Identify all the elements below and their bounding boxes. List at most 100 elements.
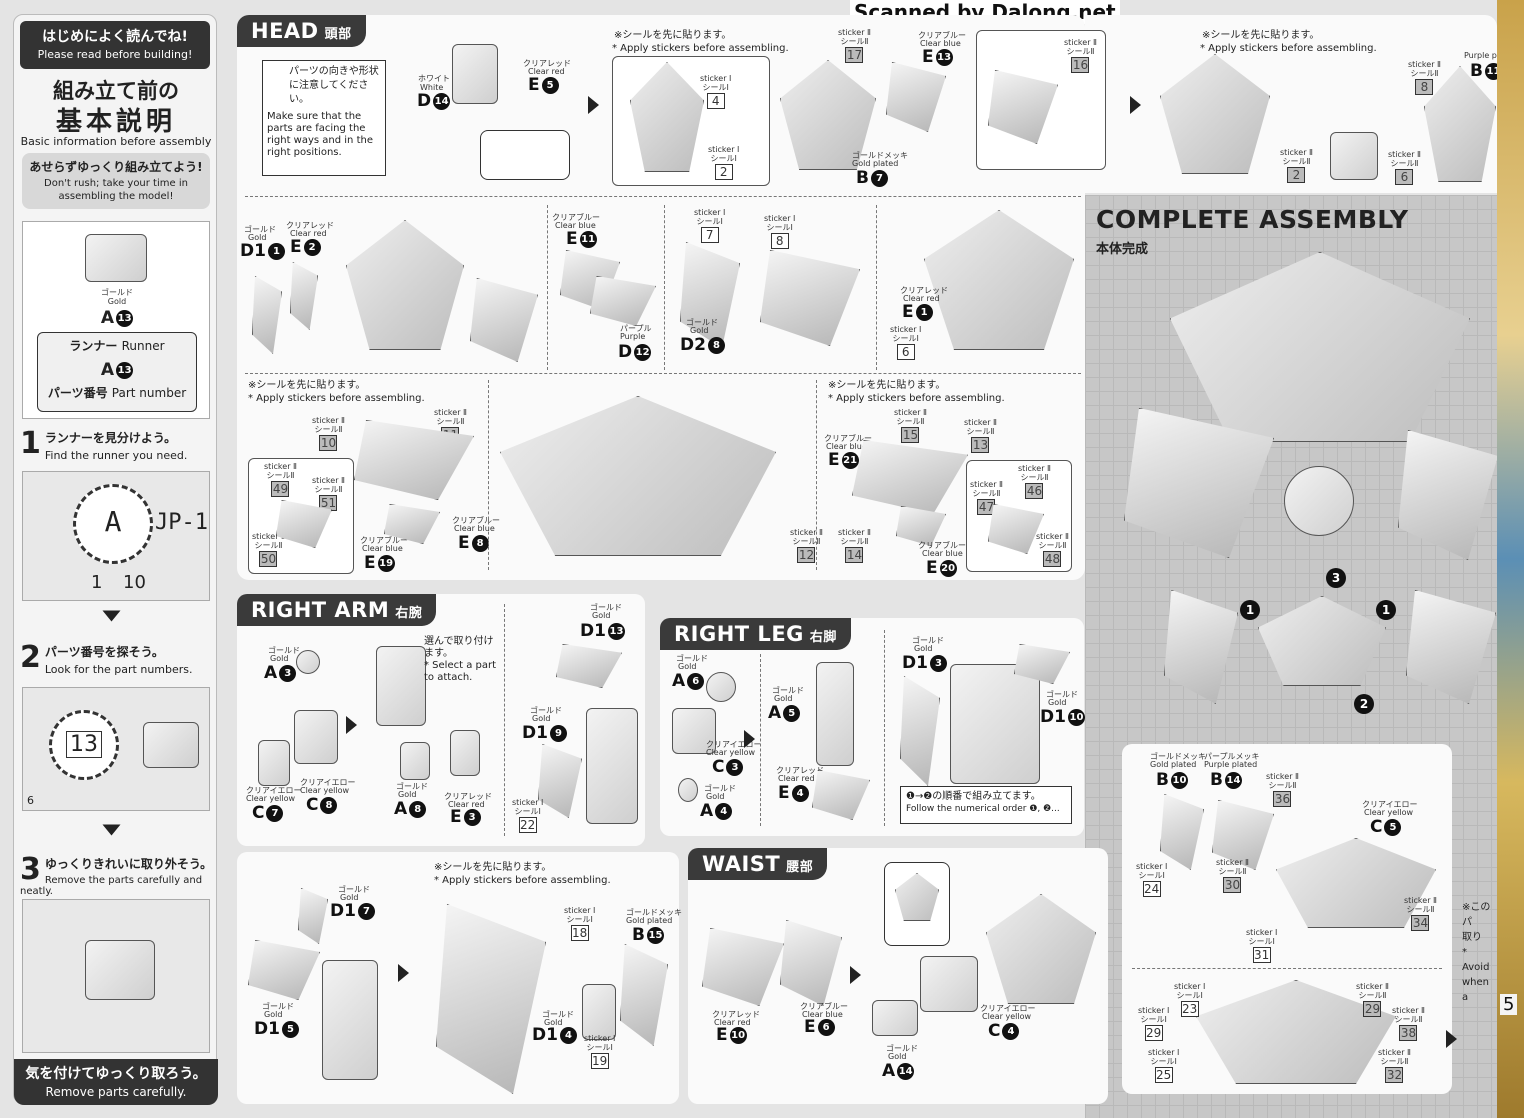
example-color-en: Gold <box>107 297 127 306</box>
part-letter: D1 <box>532 1025 558 1045</box>
stk-label-jp: シールⅡ <box>840 537 869 546</box>
arm-part-c7-image <box>258 740 290 786</box>
part-num: 14 <box>1224 771 1242 789</box>
label-white-jp: ホワイト <box>418 74 450 83</box>
advice-en: Don't rush; take your time in assembling… <box>44 178 188 202</box>
stk-label-jp: シールⅠ <box>1176 991 1203 1000</box>
arm-divider-v1 <box>504 604 505 836</box>
part-number-jp: パーツ番号 <box>47 386 108 400</box>
left-title-en: Please read before building! <box>37 48 193 61</box>
stk-label: sticker Ⅱ <box>1266 772 1299 781</box>
label-clear-yellow-en-3: Clear yellow <box>706 748 756 757</box>
part-letter: D1 <box>902 653 928 673</box>
part-num: 8 <box>471 534 489 552</box>
part-letter: E <box>528 75 540 95</box>
label-clear-yellow-en-2: Clear yellow <box>300 786 350 795</box>
label-gold-en-8: Gold <box>264 1010 283 1019</box>
stk-num: 12 <box>797 547 816 563</box>
label-gold-jp-9: ゴールド <box>542 1010 574 1019</box>
label-gold-en-14: Gold <box>1048 698 1067 707</box>
stk-label: sticker Ⅰ <box>694 208 726 217</box>
part-letter: E <box>458 533 470 553</box>
footer-bar: 気を付けてゆっくり取ろう。 Remove parts carefully. <box>14 1059 218 1105</box>
weapon-fist-image <box>322 960 378 1080</box>
label-clear-yellow-jp-4: クリアイエロー <box>980 1004 1036 1013</box>
stk-label-jp: シールⅠ <box>766 223 793 232</box>
stk-label-jp: シールⅡ <box>254 541 283 550</box>
label-clear-blue-jp: クリアブルー <box>918 31 966 40</box>
label-gold-plated-jp: ゴールドメッキ <box>852 151 908 160</box>
arm-shoulder-image <box>296 650 320 674</box>
adjacent-page-edge <box>1497 0 1524 1118</box>
part-num: 1 <box>915 303 933 321</box>
step2-num: 13 <box>66 731 102 758</box>
arm-complete-image <box>586 708 638 824</box>
label-clear-red-en-3: Clear red <box>903 294 940 303</box>
stk-num: 7 <box>700 227 719 243</box>
legend-num: 13 <box>116 361 134 379</box>
stk-label: sticker Ⅰ <box>564 906 596 915</box>
part-letter: E <box>804 1017 816 1037</box>
stk-num: 8 <box>770 233 789 249</box>
stk-label: sticker Ⅱ <box>838 28 871 37</box>
part-num: 8 <box>320 796 338 814</box>
stk-label: sticker Ⅰ <box>1246 928 1278 937</box>
step2-label: 2 パーツ番号を探そう。 Look for the part numbers. <box>20 643 216 677</box>
stk-num: 32 <box>1385 1067 1404 1083</box>
legend-letter: A <box>100 360 115 380</box>
arm-hand-a8-image <box>400 742 430 780</box>
label-gold-jp-7: ゴールド <box>338 885 370 894</box>
part-num: 13 <box>607 622 625 640</box>
part-num: 2 <box>303 238 321 256</box>
stk-num: 23 <box>1180 1001 1199 1017</box>
left-title-bar: はじめによく読んでね! Please read before building! <box>20 21 210 69</box>
label-clear-blue-en-3: Clear blue <box>362 544 403 553</box>
stk-label-jp: シールⅡ <box>266 471 295 480</box>
label-clear-red-jp-6: クリアレッド <box>712 1010 760 1019</box>
stk-label-jp: シールⅡ <box>966 427 995 436</box>
label-gold-en-12: Gold <box>774 694 793 703</box>
part-letter: A <box>264 663 278 683</box>
label-clear-blue-en: Clear blue <box>920 39 961 48</box>
stk-label: sticker Ⅰ <box>584 1034 616 1043</box>
label-clear-red-en-5: Clear red <box>778 774 815 783</box>
step3-runner-image <box>85 940 155 1000</box>
cut-note-jp2: 取り <box>1462 932 1482 943</box>
stk-label: sticker Ⅱ <box>790 528 823 537</box>
step-arrow-down-1 <box>102 610 121 622</box>
stk-label: sticker Ⅱ <box>1018 464 1051 473</box>
stk-num: 29 <box>1363 1001 1382 1017</box>
label-gold-en-13: Gold <box>914 644 933 653</box>
stk-num: 8 <box>1415 79 1434 95</box>
label-clear-blue-jp-2: クリアブルー <box>552 213 600 222</box>
head-detail-callout <box>480 130 570 180</box>
label-clear-blue-en-4: Clear blue <box>454 524 495 533</box>
part-letter: E <box>716 1025 728 1045</box>
complete-step-1-right: 1 <box>1376 600 1396 620</box>
complete-title-jp: 本体完成 <box>1096 242 1149 257</box>
stk-label: sticker Ⅱ <box>1404 896 1437 905</box>
stk-num: 25 <box>1154 1067 1173 1083</box>
